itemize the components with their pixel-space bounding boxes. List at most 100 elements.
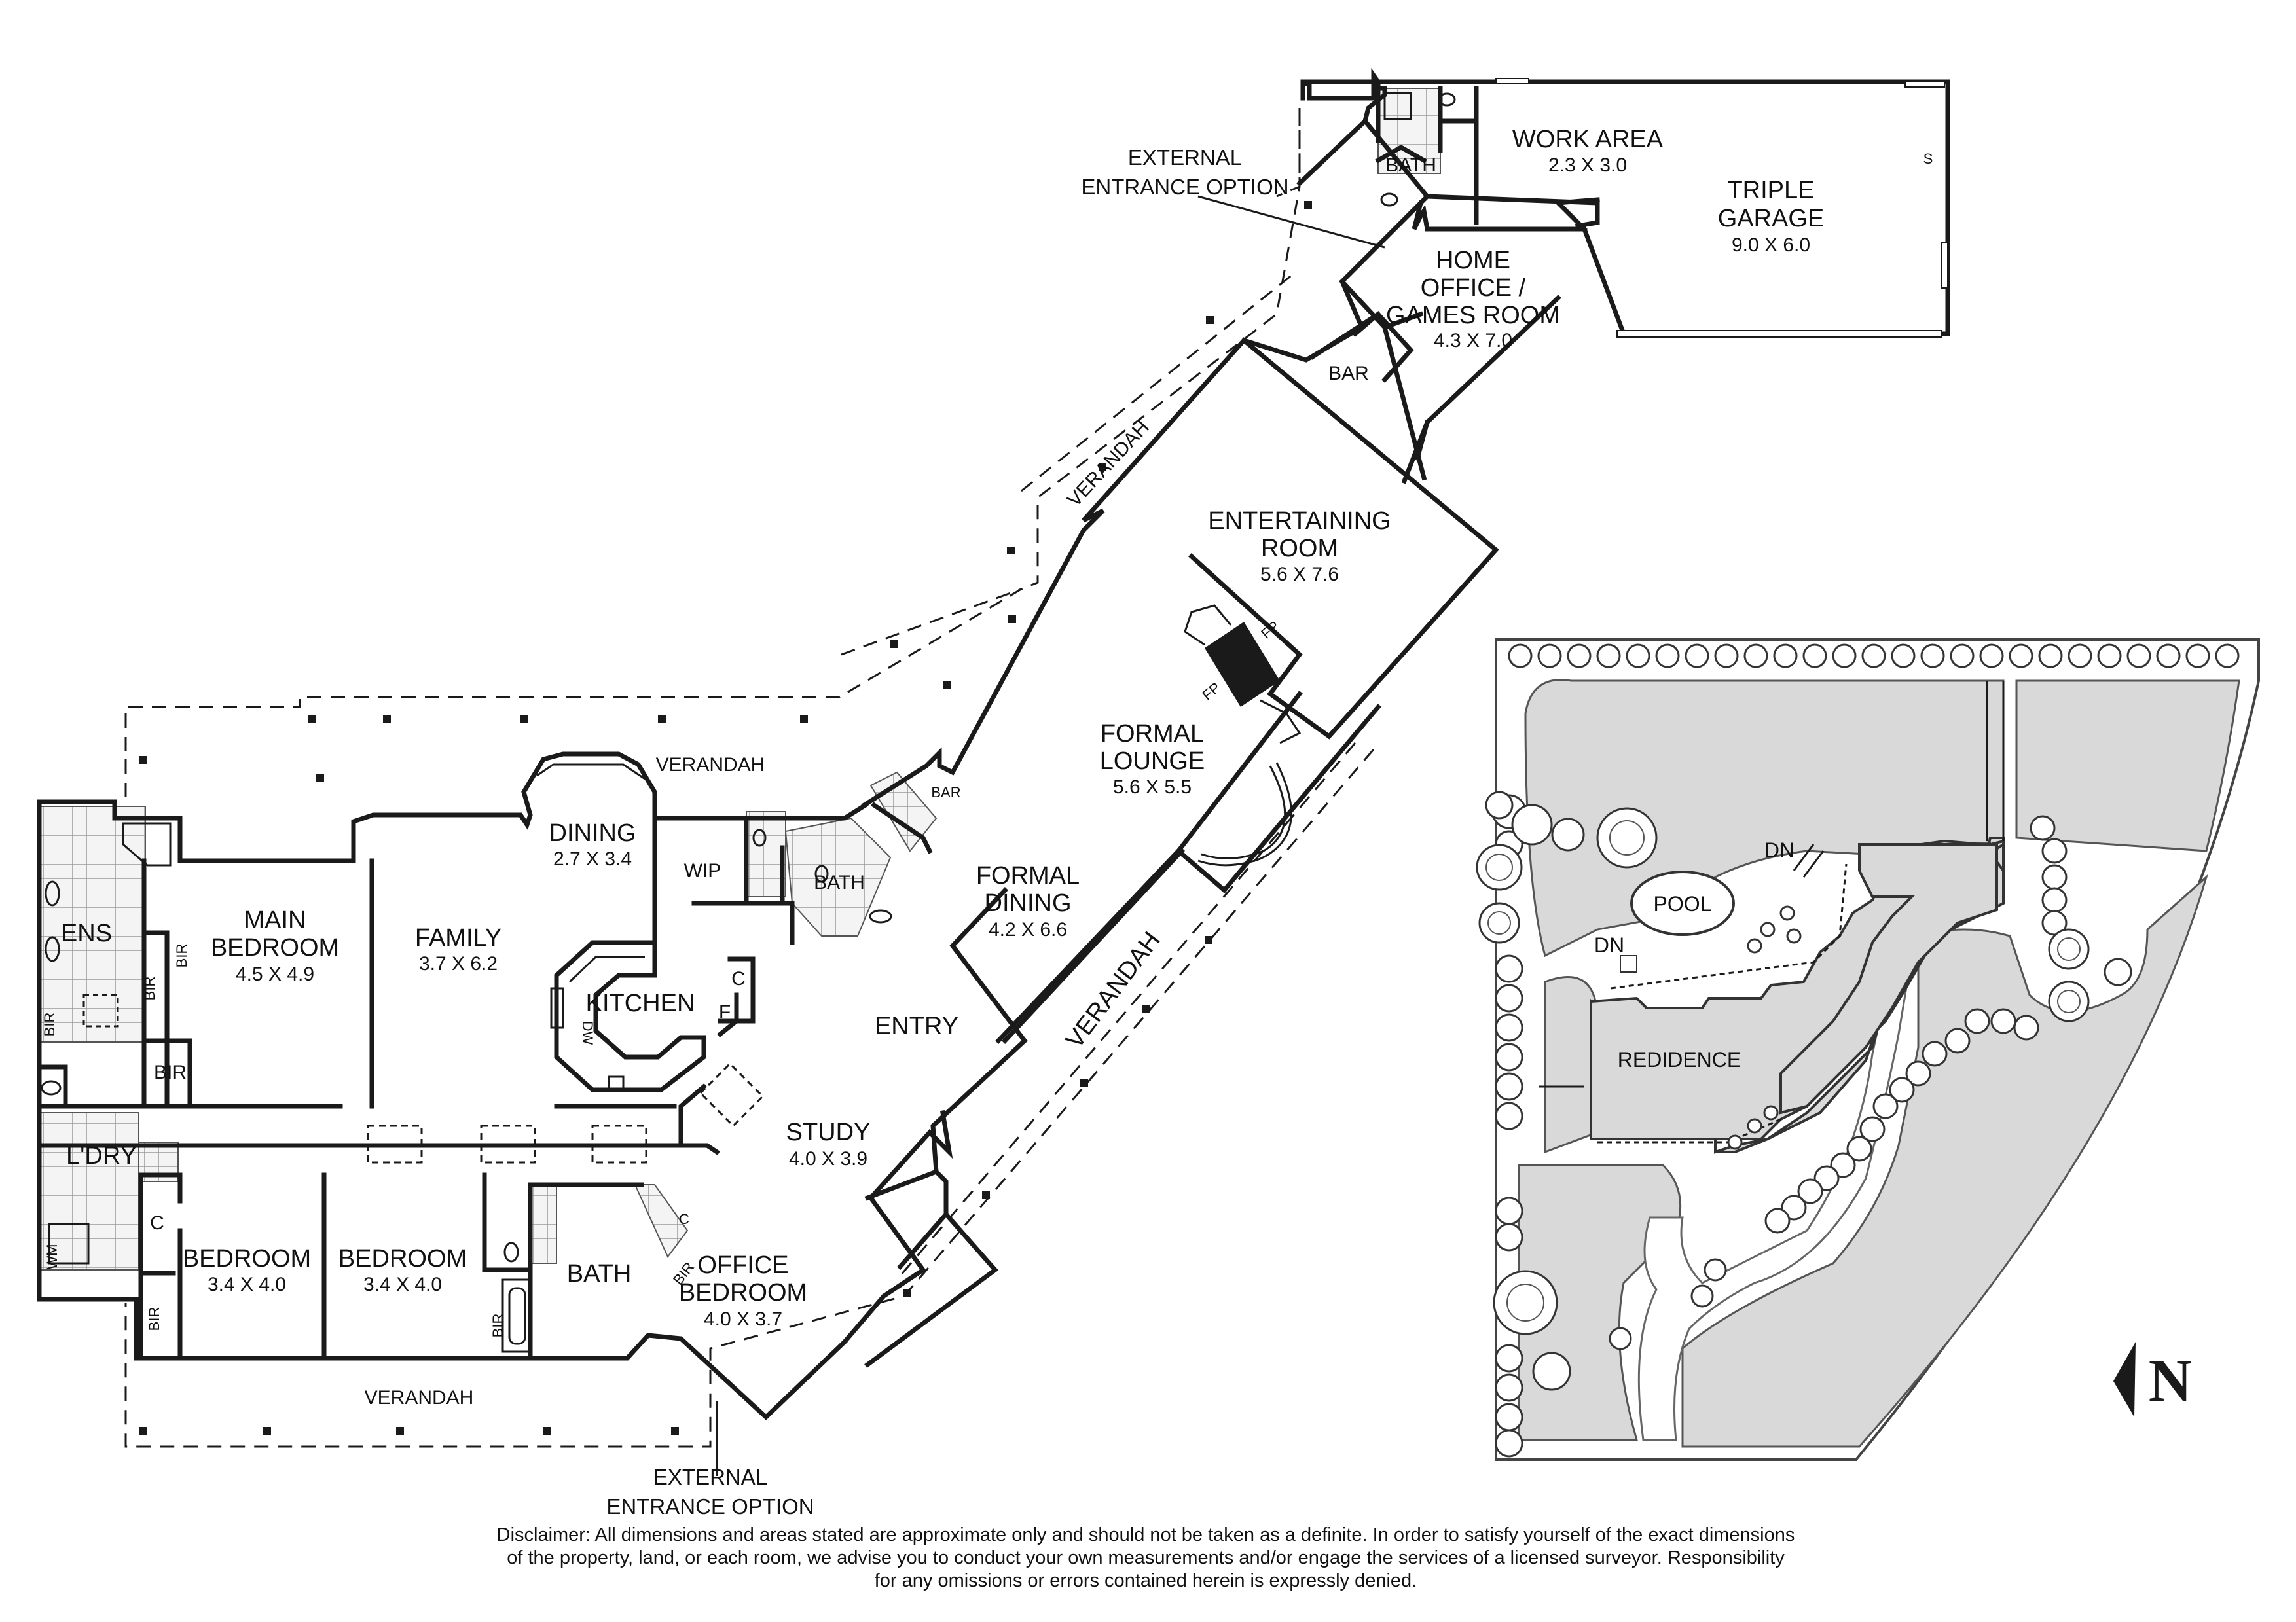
s-label: S [1923, 151, 1933, 167]
dw-label: DW [579, 1021, 596, 1045]
room-name: LOUNGE [1100, 748, 1205, 775]
room-work-area: WORK AREA 2.3 X 3.0 [1512, 126, 1664, 176]
north-arrow: N [2113, 1342, 2192, 1417]
external-entrance-label: EXTERNAL [653, 1465, 767, 1489]
fireplace [1184, 604, 1302, 744]
garage-windows [1495, 78, 1948, 338]
fp-label: FP [1199, 679, 1224, 704]
bath-label: BATH [1385, 154, 1436, 176]
room-formal-dining: FORMAL DINING 4.2 X 6.6 [976, 862, 1080, 941]
room-dimensions: 9.0 X 6.0 [1732, 234, 1810, 256]
external-entrance-label: ENTRANCE OPTION [606, 1494, 814, 1519]
verandah-label: VERANDAH [1061, 927, 1166, 1054]
kitchen-label: KITCHEN [586, 990, 695, 1017]
room-name: GARAGE [1718, 205, 1825, 232]
bar-label: BAR [1328, 363, 1369, 384]
room-family: FAMILY 3.7 X 6.2 [415, 924, 501, 975]
bath-label: BATH [814, 872, 865, 893]
room-name: FORMAL [976, 862, 1080, 890]
room-bedroom-1: BEDROOM 3.4 X 4.0 [183, 1245, 311, 1295]
room-dimensions: 4.5 X 4.9 [236, 964, 314, 985]
room-name: FAMILY [415, 924, 501, 952]
room-bedroom-2: BEDROOM 3.4 X 4.0 [338, 1245, 467, 1295]
dn-label: DN [1764, 838, 1795, 862]
room-name: DINING [985, 890, 1072, 917]
verandah-label: VERANDAH [365, 1387, 474, 1409]
room-dimensions: 3.7 X 6.2 [419, 953, 498, 975]
disclaimer: Disclaimer: All dimensions and areas sta… [380, 1524, 1912, 1593]
bir-label: BIR [154, 1062, 187, 1083]
room-name: TRIPLE [1727, 177, 1814, 204]
kitchen-bench [554, 940, 706, 1092]
room-name: BEDROOM [338, 1245, 467, 1272]
room-name: HOME [1436, 247, 1510, 274]
bir-label: BIR [490, 1314, 506, 1338]
bir-label: BIR [146, 1307, 162, 1331]
verandah-posts [139, 201, 1312, 1435]
room-name: OFFICE [697, 1252, 788, 1279]
ens-label: ENS [61, 920, 112, 947]
room-home-office: HOME OFFICE / GAMES ROOM 4.3 X 7.0 [1386, 247, 1560, 351]
interior-walls [37, 86, 1479, 1361]
verandah-outline [124, 108, 1375, 1448]
verandah-label: VERANDAH [1063, 416, 1154, 511]
room-dimensions: 3.4 X 4.0 [208, 1274, 286, 1295]
skylights [367, 1062, 765, 1164]
room-dimensions: 3.4 X 4.0 [363, 1274, 442, 1295]
exterior-walls [37, 67, 1950, 1420]
room-dimensions: 5.6 X 7.6 [1260, 564, 1339, 585]
disclaimer-line: Disclaimer: All dimensions and areas sta… [496, 1524, 1795, 1545]
room-name: ENTERTAINING [1208, 507, 1391, 535]
room-dimensions: 5.6 X 5.5 [1113, 776, 1192, 798]
room-dimensions: 4.0 X 3.7 [704, 1308, 782, 1330]
room-name: BEDROOM [211, 934, 339, 962]
formal-lounge-curve [1201, 765, 1286, 859]
room-dimensions: 4.0 X 3.9 [789, 1148, 867, 1170]
room-name: BEDROOM [183, 1245, 311, 1272]
residence-label: REDIDENCE [1618, 1048, 1741, 1072]
site-trees [1476, 643, 2240, 1458]
formal-lounge-curve-inner [1197, 762, 1292, 867]
room-entertaining: ENTERTAINING ROOM 5.6 X 7.6 [1208, 507, 1391, 585]
dining-bay [536, 763, 646, 780]
site-plan: POOL REDIDENCE DN DN [1476, 638, 2260, 1461]
north-label: N [2149, 1347, 2192, 1414]
room-name: FORMAL [1101, 720, 1204, 748]
bir-label: BIR [141, 977, 158, 1001]
wm-label: WM [44, 1244, 60, 1269]
verandah-label: VERANDAH [656, 754, 765, 776]
leader-line-north [1197, 195, 1385, 249]
room-name: STUDY [786, 1119, 871, 1146]
room-study: STUDY 4.0 X 3.9 [786, 1119, 871, 1170]
bath-label: BATH [567, 1260, 632, 1288]
room-name: DINING [549, 820, 636, 847]
room-dimensions: 2.3 X 3.0 [1548, 154, 1627, 176]
room-name: OFFICE / [1421, 274, 1526, 302]
ldry-label: L'DRY [66, 1142, 137, 1170]
wet-areas [40, 88, 1441, 1271]
c-label: C [731, 968, 746, 990]
external-entrance-label: ENTRANCE OPTION [1081, 175, 1288, 199]
room-name: WORK AREA [1512, 126, 1664, 153]
dn-label: DN [1594, 933, 1624, 957]
room-office-bedroom: OFFICE BEDROOM 4.0 X 3.7 [679, 1252, 807, 1330]
wip-label: WIP [684, 860, 721, 882]
room-dimensions: 4.3 X 7.0 [1434, 330, 1512, 351]
external-entrance-label: EXTERNAL [1128, 145, 1242, 170]
f-label: F [719, 1001, 731, 1023]
room-dimensions: 4.2 X 6.6 [989, 919, 1067, 941]
fixtures [41, 92, 1456, 1353]
bir-label: BIR [41, 1013, 58, 1037]
room-triple-garage: TRIPLE GARAGE 9.0 X 6.0 [1718, 177, 1825, 256]
c-label: C [150, 1212, 164, 1234]
disclaimer-line: of the property, land, or each room, we … [507, 1547, 1785, 1568]
room-main-bedroom: MAIN BEDROOM 4.5 X 4.9 [211, 907, 339, 985]
entry-label: ENTRY [875, 1013, 958, 1040]
pool-label: POOL [1654, 892, 1712, 916]
room-name: ROOM [1261, 535, 1338, 562]
room-formal-lounge: FORMAL LOUNGE 5.6 X 5.5 [1100, 720, 1205, 798]
c-label: C [679, 1211, 689, 1227]
disclaimer-line: for any omissions or errors contained he… [874, 1570, 1417, 1591]
room-name: BEDROOM [679, 1279, 807, 1307]
